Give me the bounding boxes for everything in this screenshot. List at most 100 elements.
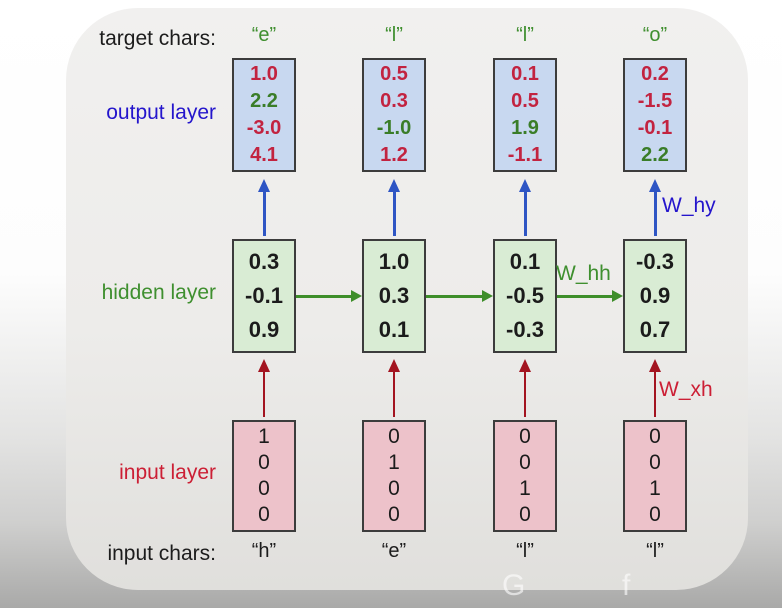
- hidden-value: 0.9: [639, 283, 671, 308]
- output-layer-label: output layer: [106, 101, 216, 124]
- output-vector-box: 0.2 -1.5 -0.1 2.2: [623, 58, 687, 172]
- output-value: 0.5: [511, 90, 539, 112]
- arrow-stem: [557, 294, 612, 298]
- arrow-head-icon: [519, 359, 531, 372]
- network-column: “l” 0.5 0.3 -1.0 1.2 1.0 0.3 0.1 0 1 0 0 “e”: [362, 0, 426, 608]
- output-value: 1.9: [511, 117, 539, 139]
- input-layer-label: input layer: [119, 461, 216, 484]
- arrow-stem: [393, 372, 395, 417]
- input-value: 0: [519, 503, 531, 526]
- target-char: “l”: [385, 24, 403, 46]
- input-value: 1: [649, 477, 661, 500]
- target-char: “e”: [251, 24, 277, 46]
- input-char: “l”: [516, 540, 534, 562]
- arrow-stem: [426, 294, 482, 298]
- output-value: 4.1: [250, 144, 278, 166]
- watermark-letter: f: [622, 569, 631, 602]
- input-value: 0: [649, 451, 661, 474]
- hidden-to-output-arrow: [649, 179, 661, 236]
- output-value: 0.1: [511, 63, 539, 85]
- input-chars-label: input chars:: [107, 542, 216, 565]
- arrow-stem: [653, 192, 657, 236]
- input-char: “e”: [381, 540, 407, 562]
- input-to-hidden-arrow: [519, 359, 531, 417]
- arrow-stem: [296, 294, 351, 298]
- output-value: 2.2: [250, 90, 278, 112]
- arrow-head-icon: [612, 290, 623, 302]
- hidden-vector-box: 1.0 0.3 0.1: [362, 239, 426, 353]
- arrow-head-icon: [388, 359, 400, 372]
- output-value: -1.5: [637, 90, 673, 112]
- arrow-head-icon: [351, 290, 362, 302]
- hidden-value: -0.3: [636, 249, 674, 274]
- input-value: 0: [258, 451, 270, 474]
- hidden-to-hidden-arrow: [557, 289, 623, 303]
- input-value: 0: [649, 503, 661, 526]
- weight-w-hy-label: W_hy: [662, 194, 716, 217]
- hidden-value: -0.1: [245, 283, 283, 308]
- input-vector-box: 1 0 0 0: [232, 420, 296, 532]
- weight-w-hh-label: W_hh: [556, 262, 611, 285]
- arrow-stem: [392, 192, 396, 236]
- output-value: 0.5: [380, 63, 408, 85]
- hidden-value: 0.9: [248, 317, 280, 342]
- weight-w-xh-label: W_xh: [659, 378, 713, 401]
- output-value: 1.0: [250, 63, 278, 85]
- arrow-stem: [524, 372, 526, 417]
- input-to-hidden-arrow: [649, 359, 661, 417]
- hidden-value: 0.3: [378, 283, 410, 308]
- output-value: -0.1: [637, 117, 673, 139]
- hidden-value: 0.3: [248, 249, 280, 274]
- arrow-stem: [263, 372, 265, 417]
- input-vector-box: 0 0 1 0: [623, 420, 687, 532]
- hidden-to-output-arrow: [258, 179, 270, 236]
- arrow-stem: [654, 372, 656, 417]
- input-to-hidden-arrow: [258, 359, 270, 417]
- input-value: 0: [388, 425, 400, 448]
- input-value: 0: [388, 503, 400, 526]
- output-value: 0.3: [380, 90, 408, 112]
- target-char: “o”: [642, 24, 668, 46]
- input-value: 0: [258, 503, 270, 526]
- hidden-to-output-arrow: [388, 179, 400, 236]
- arrow-head-icon: [519, 179, 531, 192]
- input-char: “l”: [646, 540, 664, 562]
- output-value: -1.0: [376, 117, 412, 139]
- hidden-layer-label: hidden layer: [101, 281, 216, 304]
- output-vector-box: 0.5 0.3 -1.0 1.2: [362, 58, 426, 172]
- input-value: 0: [519, 451, 531, 474]
- hidden-value: 1.0: [378, 249, 410, 274]
- arrow-head-icon: [258, 359, 270, 372]
- hidden-vector-box: 0.3 -0.1 0.9: [232, 239, 296, 353]
- input-value: 1: [388, 451, 400, 474]
- arrow-stem: [523, 192, 527, 236]
- arrow-head-icon: [388, 179, 400, 192]
- target-char: “l”: [516, 24, 534, 46]
- hidden-value: -0.3: [506, 317, 544, 342]
- output-value: 2.2: [641, 144, 669, 166]
- hidden-to-hidden-arrow: [426, 289, 493, 303]
- input-value: 1: [258, 425, 270, 448]
- hidden-value: -0.5: [506, 283, 544, 308]
- hidden-value: 0.1: [378, 317, 410, 342]
- watermark-letter: G: [502, 569, 526, 602]
- input-value: 0: [258, 477, 270, 500]
- target-chars-label: target chars:: [99, 27, 216, 50]
- arrow-stem: [262, 192, 266, 236]
- output-value: 0.2: [641, 63, 669, 85]
- arrow-head-icon: [258, 179, 270, 192]
- hidden-to-output-arrow: [519, 179, 531, 236]
- output-value: 1.2: [380, 144, 408, 166]
- input-vector-box: 0 1 0 0: [362, 420, 426, 532]
- input-value: 0: [388, 477, 400, 500]
- input-char: “h”: [251, 540, 277, 562]
- input-value: 0: [519, 425, 531, 448]
- input-value: 0: [649, 425, 661, 448]
